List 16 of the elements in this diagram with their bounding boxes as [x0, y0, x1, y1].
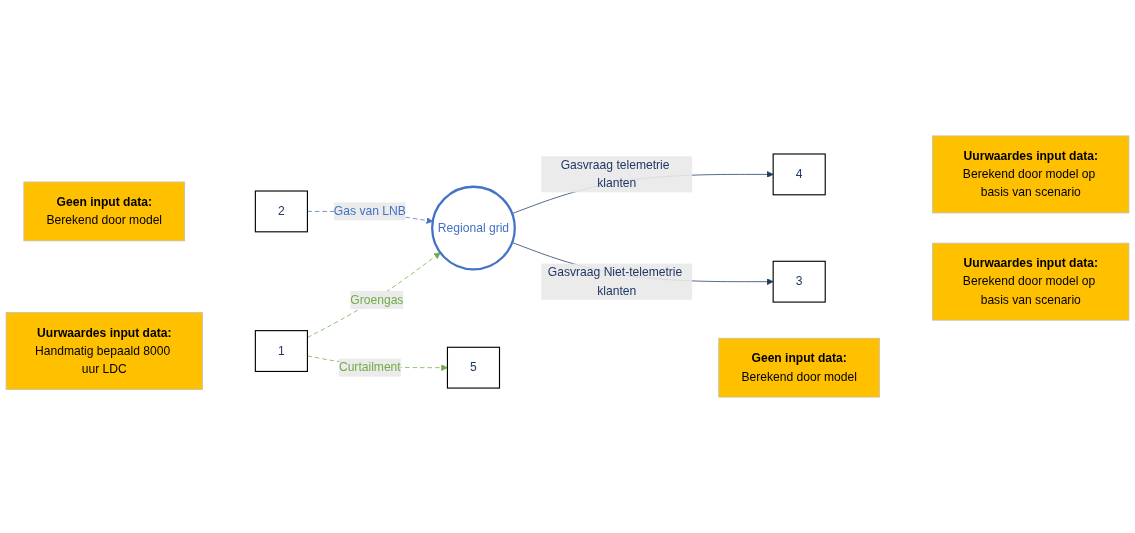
node-box: Uurwaardes input data: Berekend door model op basis van scenario [932, 135, 1130, 214]
node-box: 4 [772, 153, 826, 196]
node-box: 2 [254, 190, 308, 233]
node-box: Geen input data: Berekend door model [23, 181, 186, 242]
node-box: 1 [254, 330, 308, 372]
node-circle: Regional grid [431, 185, 516, 271]
edge-label: Groengas [350, 293, 404, 306]
node-box: Uurwaardes input data: Berekend door model op basis van scenario [932, 242, 1130, 321]
edge-label: Gas van LNB [333, 204, 406, 218]
node-box: 5 [446, 346, 501, 389]
node-box: Geen input data: Berekend door model [718, 337, 880, 398]
edge-label: Gasvraag Niet-telemetrie klanten [547, 265, 683, 297]
node-box: Uurwaardes input data: Handmatig bepaald 8000 uur LDC [5, 312, 203, 390]
edge-label: Curtailment [338, 360, 401, 374]
node-box: 3 [772, 260, 826, 303]
edge-label: Gasvraag telemetrie klanten [560, 158, 670, 190]
